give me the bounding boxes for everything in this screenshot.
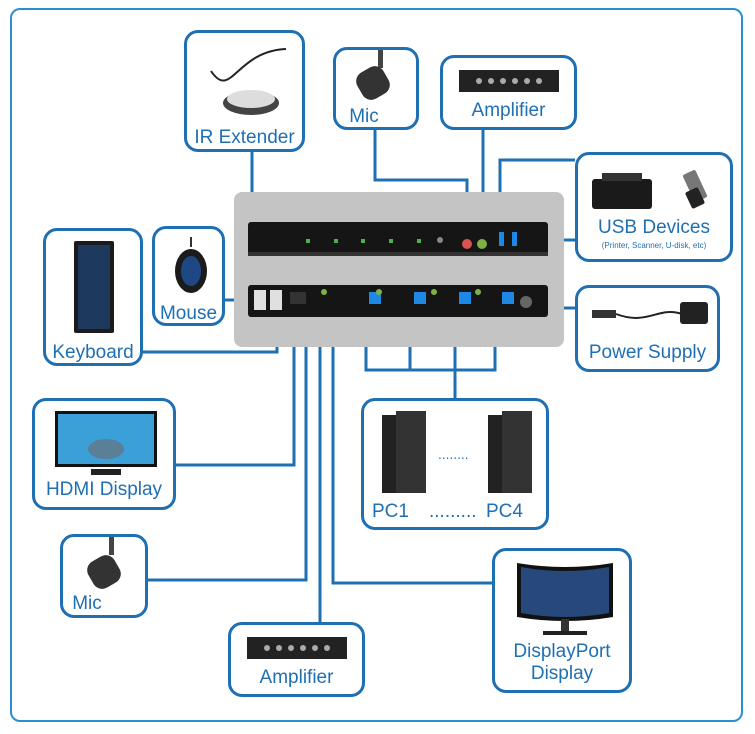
pcs-card: ........ PC1 ......... PC4 bbox=[361, 398, 549, 530]
kvm-switch-panel bbox=[234, 192, 564, 347]
wire-displayport bbox=[331, 300, 492, 585]
microphone-icon bbox=[87, 537, 121, 589]
mic-top-card: Mic bbox=[333, 47, 419, 130]
amplifier-top-card: Amplifier bbox=[440, 55, 577, 130]
hdmi-display-label: HDMI Display bbox=[45, 479, 163, 500]
pc-towers-icon: ........ bbox=[382, 411, 532, 493]
hdmi-display-card: HDMI Display bbox=[32, 398, 176, 510]
ir-extender-icon bbox=[210, 48, 287, 115]
amplifier-icon bbox=[459, 70, 559, 92]
usb-devices-label: USB Devices bbox=[598, 217, 710, 238]
usb-devices-card: USB Devices (Printer, Scanner, U-disk, e… bbox=[575, 152, 733, 262]
amplifier-icon bbox=[247, 637, 347, 659]
microphone-icon bbox=[356, 50, 390, 100]
displayport-card: DisplayPort Display bbox=[492, 548, 632, 693]
mouse-label: Mouse bbox=[159, 303, 218, 324]
mouse-card: Mouse bbox=[152, 226, 225, 326]
power-adapter-icon bbox=[592, 302, 708, 324]
ir-extender-label: IR Extender bbox=[194, 127, 295, 148]
pc4-label: PC4 bbox=[486, 501, 523, 522]
printer-usb-icon bbox=[592, 170, 708, 209]
mic-bottom-card: Mic bbox=[60, 534, 148, 618]
mic-bottom-label: Mic bbox=[72, 593, 102, 614]
pc1-label: PC1 bbox=[372, 501, 409, 522]
wire-hdmi bbox=[176, 315, 296, 467]
ir-extender-card: IR Extender bbox=[184, 30, 305, 152]
displayport-monitor-icon bbox=[517, 563, 613, 635]
keyboard-icon bbox=[74, 241, 114, 333]
kvm-device-icon bbox=[248, 222, 548, 317]
power-supply-label: Power Supply bbox=[588, 342, 707, 363]
diagram-frame bbox=[10, 8, 743, 722]
pc-separator: ......... bbox=[429, 501, 477, 522]
mouse-icon bbox=[175, 237, 207, 293]
displayport-label-line2: Display bbox=[530, 663, 594, 684]
amplifier-bottom-card: Amplifier bbox=[228, 622, 365, 697]
pc-dots: ........ bbox=[438, 448, 469, 462]
mic-top-label: Mic bbox=[349, 106, 379, 127]
amplifier-bottom-label: Amplifier bbox=[259, 667, 334, 688]
displayport-label-line1: DisplayPort bbox=[513, 641, 611, 662]
keyboard-card: Keyboard bbox=[43, 228, 143, 366]
amplifier-top-label: Amplifier bbox=[471, 100, 546, 121]
power-supply-card: Power Supply bbox=[575, 285, 720, 372]
keyboard-label: Keyboard bbox=[52, 342, 134, 363]
hdmi-display-icon bbox=[55, 411, 157, 475]
usb-devices-sublabel: (Printer, Scanner, U-disk, etc) bbox=[601, 241, 707, 250]
